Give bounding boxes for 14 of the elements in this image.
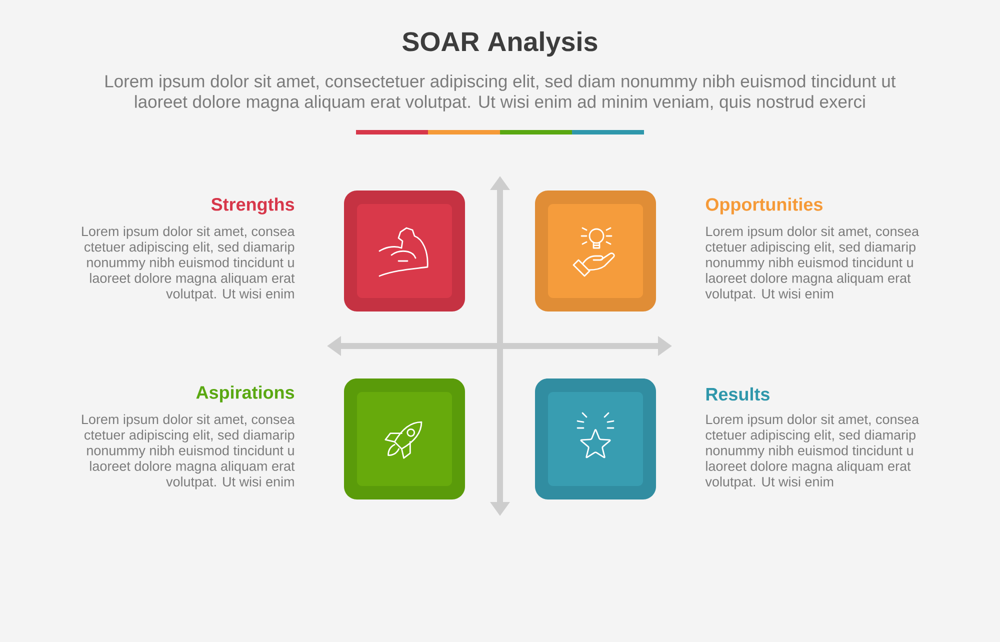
heading: Results (706, 387, 770, 401)
description-text: Lorem ipsum dolor sit amet, consea ctetuer adipiscing elit, sed diamarip nonummy nibh euismod tincidunt u laoreet dolore magna aliquam erat volutpat. Ut wisi enim (82, 226, 295, 302)
description-text: Lorem ipsum dolor sit amet, consea ctetuer adipiscing elit, sed diamarip nonummy nibh euismod tincidunt u laoreet dolore magna aliquam erat volutpat. Ut wisi enim (705, 226, 920, 302)
rounded-square (535, 378, 656, 500)
heading: Opportunities (706, 198, 822, 214)
description-text: Lorem ipsum dolor sit amet, consea ctetuer adipiscing elit, sed diamarip nonummy nibh euismod tincidunt u laoreet dolore magna aliquam erat volutpat. Ut wisi enim (82, 414, 295, 490)
heading: Aspirations (196, 386, 294, 402)
heading: Strengths (211, 198, 294, 214)
subtitle: Lorem ipsum dolor sit amet, consectetuer adipiscing elit, sed diam nonummy nibh euismod tincidunt ut laoreet dolore magna aliquam erat volutpat. Ut wisi enim ad minim veniam, quis nostrud exerci (106, 74, 896, 112)
description-text: Lorem ipsum dolor sit amet, consea ctetuer adipiscing elit, sed diamarip nonummy nibh euismod tincidunt u laoreet dolore magna aliquam erat volutpat. Ut wisi enim (705, 414, 920, 490)
rounded-square (344, 378, 465, 500)
title: SOAR Analysis (402, 31, 598, 57)
rounded-square (344, 190, 465, 312)
rounded-square (535, 190, 656, 312)
